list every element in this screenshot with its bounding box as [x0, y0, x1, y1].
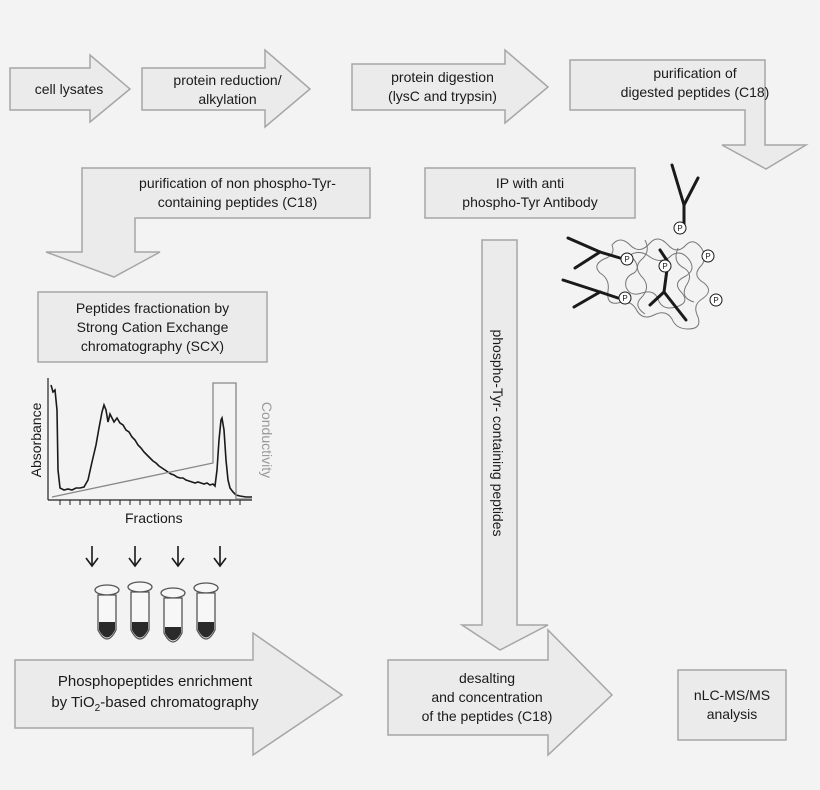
label-protein-reduction: protein reduction/alkylation [173, 72, 282, 107]
arrow-down-3 [171, 546, 185, 568]
phospho-label: P [662, 262, 667, 271]
phospho-label: P [713, 296, 718, 305]
tube-3 [160, 587, 186, 643]
phospho-marker [658, 259, 672, 273]
tube-4 [193, 582, 219, 640]
phospho-label: P [622, 294, 627, 303]
antibody-peptide-illustration: P P P P P P [561, 163, 723, 330]
box-scx [37, 291, 268, 363]
arrow-down-1 [85, 546, 99, 568]
label-non-ptyr: purification of non phospho-Tyr-containi… [139, 175, 336, 210]
phospho-label: P [624, 255, 629, 264]
arrow-protein-reduction [141, 48, 312, 129]
arrow-purification-digested [569, 59, 809, 170]
phospho-marker [620, 252, 634, 266]
arrow-non-ptyr [45, 167, 371, 278]
label-cell-lysates: cell lysates [34, 80, 104, 97]
phospho-marker [701, 249, 715, 263]
ylabel-absorbance: Absorbance [28, 402, 44, 478]
ylabel-conductivity: Conductivity [259, 401, 275, 479]
phospho-marker [673, 221, 687, 235]
absorbance-trace [50, 384, 252, 498]
phospho-marker [618, 291, 632, 305]
box-nlc [677, 669, 787, 741]
arrow-cell-lysates [9, 53, 132, 124]
arrow-desalting [387, 628, 614, 757]
arrow-down-2 [128, 546, 142, 568]
arrow-down-4 [213, 546, 227, 568]
arrow-ptyr-vertical [459, 239, 549, 651]
arrow-tio2 [14, 631, 344, 757]
tube-2 [127, 581, 153, 640]
phospho-marker [709, 293, 723, 307]
label-protein-digestion: protein digestion(lysC and trypsin) [388, 69, 497, 104]
chromatogram [47, 378, 252, 505]
arrow-protein-digestion [351, 48, 550, 125]
box-ip [424, 167, 636, 219]
tube-1 [94, 584, 120, 640]
conductivity-trace [51, 382, 252, 500]
label-tio2: Phosphopeptides enrichment by TiO2-based… [51, 673, 259, 714]
phospho-label: P [705, 252, 710, 261]
phospho-label: P [677, 224, 682, 233]
xlabel-fractions: Fractions [125, 510, 183, 526]
